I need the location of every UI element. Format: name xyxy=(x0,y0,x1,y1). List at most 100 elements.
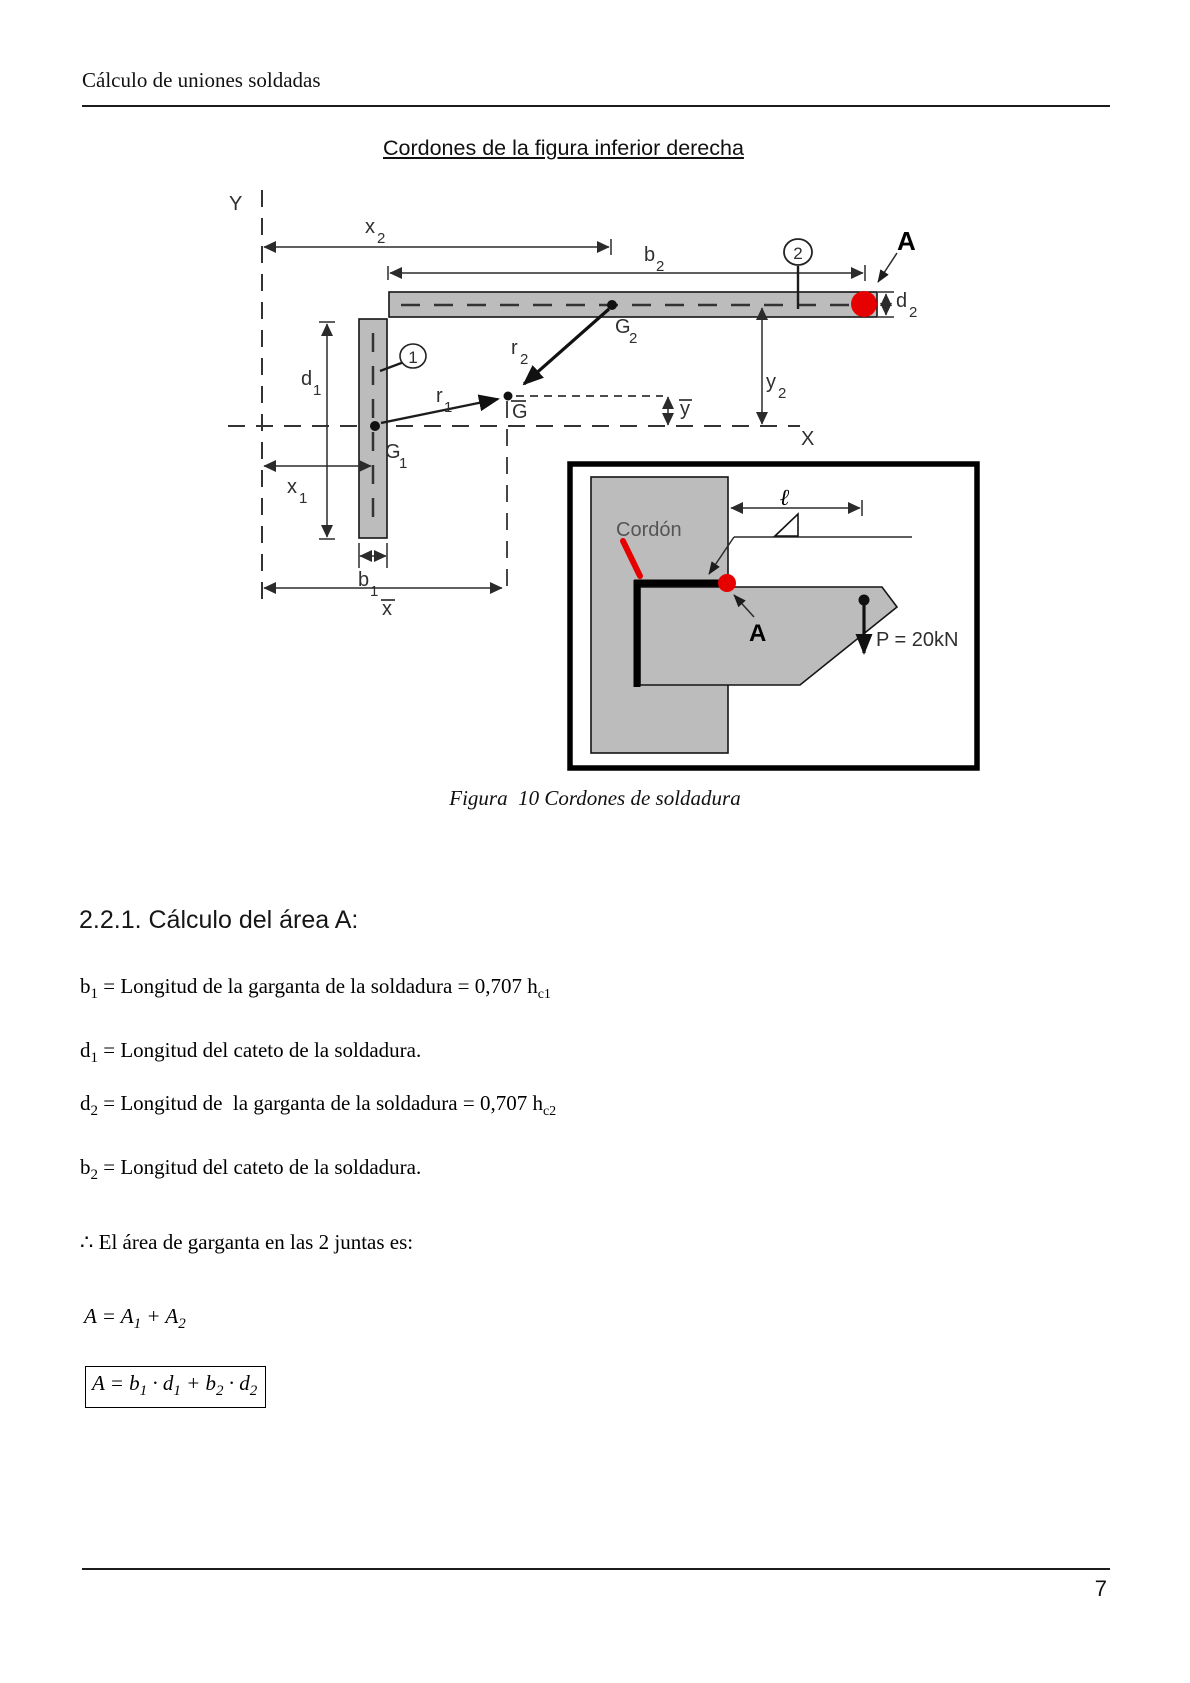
formula-box-p3: + b xyxy=(180,1371,217,1395)
inset-cordon-label: Cordón xyxy=(616,519,682,541)
definition-b2: b2 = Longitud del cateto de la soldadura… xyxy=(80,1155,421,1184)
inset-detail-figure: Cordón ℓ A P = 20kN xyxy=(567,461,980,771)
header-rule xyxy=(82,105,1110,107)
formula-sum-p1: A = A xyxy=(84,1304,134,1328)
g2-label-sub: 2 xyxy=(629,330,637,347)
point-a-callout: A xyxy=(877,226,916,283)
marker-1-number: 1 xyxy=(408,348,417,367)
radius-vectors: r 1 r 2 xyxy=(380,307,611,425)
r2-vector-arrow xyxy=(522,307,611,386)
centroid-g2-dot xyxy=(607,300,617,310)
def-b2-text: = Longitud del cateto de la soldadura. xyxy=(98,1155,422,1179)
x1-label-sub: 1 xyxy=(299,490,307,507)
d2-label: d xyxy=(896,290,907,312)
y-axis-label: Y xyxy=(229,193,242,215)
point-a-label: A xyxy=(897,226,916,256)
d2-label-sub: 2 xyxy=(909,304,917,321)
y2-label-sub: 2 xyxy=(778,385,786,402)
b1-label-sub: 1 xyxy=(370,583,378,600)
inset-point-a-label: A xyxy=(749,620,766,647)
gbar-label: G xyxy=(512,401,528,423)
g1-label: G xyxy=(385,441,401,463)
formula-sum-s1: 1 xyxy=(133,1316,142,1332)
xbar-label: x xyxy=(382,598,392,620)
x1-label: x xyxy=(287,476,297,498)
formula-box-s4: 2 xyxy=(249,1383,258,1399)
marker-1-circle xyxy=(399,343,427,369)
def-b2-symbol: b xyxy=(80,1155,91,1179)
dimension-b2: b 2 xyxy=(387,244,866,281)
inset-load-point-dot xyxy=(858,594,870,606)
b2-label: b xyxy=(644,244,655,266)
def-b1-subscript: 1 xyxy=(90,986,99,1002)
def-d2-text: = Longitud de la garganta de la soldadur… xyxy=(98,1091,543,1115)
inset-cordon-red-mark xyxy=(620,538,643,579)
marker-2-circle xyxy=(783,238,813,266)
d1-label-sub: 1 xyxy=(313,382,321,399)
section-heading: 2.2.1. Cálculo del área A: xyxy=(79,906,359,934)
dimension-b1: b 1 xyxy=(358,543,388,600)
dimension-xbar: x xyxy=(263,582,503,620)
r1-vector-arrow xyxy=(380,394,500,425)
def-d2-symbol: d xyxy=(80,1091,91,1115)
ybar-label: y xyxy=(680,398,690,420)
def-d1-subscript: 1 xyxy=(90,1050,99,1066)
formula-box-p2: · d xyxy=(147,1371,174,1395)
inset-weld-symbol-triangle xyxy=(773,512,799,537)
formula-box-p1: A = b xyxy=(92,1371,140,1395)
centroid-labels: G 2 G 1 xyxy=(385,316,637,472)
weld-cordon-diagram: Y X G x 2 xyxy=(228,190,980,771)
page-number: 7 xyxy=(1094,1576,1107,1601)
def-b1-tail-subscript: c1 xyxy=(537,987,551,1002)
cordon-markers: 1 2 xyxy=(379,238,813,373)
figure-title: Cordones de la figura inferior derecha xyxy=(383,136,744,160)
centroid-g1-dot xyxy=(370,421,380,431)
formula-box-s2: 1 xyxy=(173,1383,181,1399)
page-header-title: Cálculo de uniones soldadas xyxy=(82,68,321,92)
figure-caption: Figura 10 Cordones de soldadura xyxy=(449,786,741,810)
def-d2-tail-subscript: c2 xyxy=(542,1104,557,1119)
dimension-x1: x 1 xyxy=(263,460,372,507)
def-b1-text: = Longitud de la garganta de la soldadur… xyxy=(98,974,538,998)
g2-label: G xyxy=(615,316,631,338)
y2-label: y xyxy=(766,371,776,393)
weld-cordon-2-bar xyxy=(388,291,878,318)
formula-sum-s2: 2 xyxy=(178,1316,186,1332)
def-d1-text: = Longitud del cateto de la soldadura. xyxy=(98,1038,422,1062)
dimension-x2: x 2 xyxy=(263,216,612,255)
formula-box-s3: 2 xyxy=(216,1383,224,1399)
dimension-y2: y 2 xyxy=(756,307,786,425)
def-d1-symbol: d xyxy=(80,1038,91,1062)
dimension-d2: d 2 xyxy=(878,290,917,321)
definition-b1: b1 = Longitud de la garganta de la solda… xyxy=(80,974,551,1003)
inset-length-label: ℓ xyxy=(780,485,790,510)
formula-box-s1: 1 xyxy=(139,1383,148,1399)
def-b2-subscript: 2 xyxy=(90,1167,99,1183)
definition-d2: d2 = Longitud de la garganta de la solda… xyxy=(80,1091,556,1120)
formula-sum-p2: + A xyxy=(141,1304,179,1328)
formula-box-p4: · d xyxy=(223,1371,250,1395)
r2-label: r xyxy=(511,337,518,359)
x2-label-sub: 2 xyxy=(377,230,385,247)
dimension-ybar: y xyxy=(662,396,692,426)
x2-label: x xyxy=(365,216,375,238)
weld-cordon-1-bar xyxy=(358,318,388,539)
formula-area-boxed: A = b1 · d1 + b2 · d2 xyxy=(85,1366,267,1408)
g1-label-sub: 1 xyxy=(399,455,407,472)
marker-2-number: 2 xyxy=(793,244,802,263)
footer-rule xyxy=(82,1568,1110,1570)
definition-d1: d1 = Longitud del cateto de la soldadura… xyxy=(80,1038,421,1067)
d1-label: d xyxy=(301,368,312,390)
r1-label-sub: 1 xyxy=(444,399,452,416)
r1-label: r xyxy=(436,385,443,407)
marker-1-leader xyxy=(379,360,405,373)
dimension-d1: d 1 xyxy=(301,321,335,540)
def-b1-symbol: b xyxy=(80,974,91,998)
b1-label: b xyxy=(358,569,369,591)
r2-label-sub: 2 xyxy=(520,351,528,368)
inset-point-a-arrow xyxy=(733,594,755,618)
def-d2-subscript: 2 xyxy=(90,1103,99,1119)
formula-area-sum: A = A1 + A2 xyxy=(84,1304,186,1333)
x-axis-label: X xyxy=(801,428,814,450)
